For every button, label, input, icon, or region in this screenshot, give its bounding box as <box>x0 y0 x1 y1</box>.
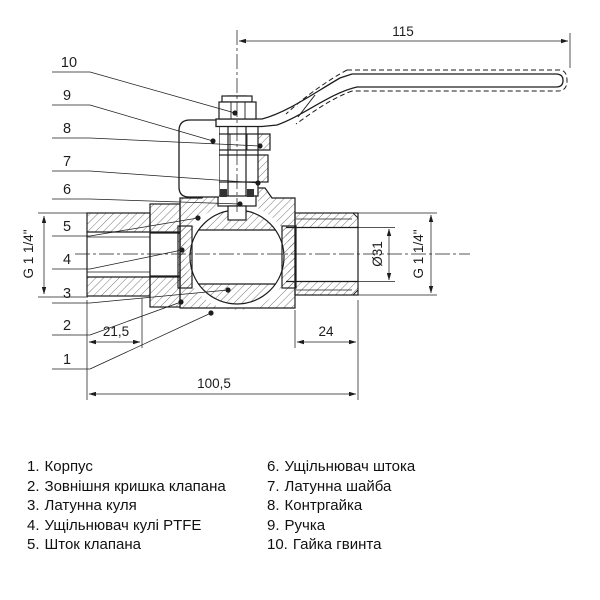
dim-bore-diameter: Ø31 <box>370 241 385 267</box>
handle-sleeve-hidden-lines <box>285 69 568 125</box>
callout-10 <box>52 71 238 116</box>
part-item-6: 6.Ущільнювач штока <box>267 458 416 475</box>
dimension-lines <box>38 33 571 400</box>
dimension-labels: 115 21,5 24 100,5 G 1 1/4" Ø31 G 1 1/4" <box>21 24 426 391</box>
parts-list-left-column: 1.Корпус 2.Зовнішня кришка клапана 3.Лат… <box>27 457 226 555</box>
stem-nut <box>218 95 257 120</box>
callout-number-5: 5 <box>63 219 71 235</box>
callout-5 <box>52 215 201 237</box>
callout-number-6: 6 <box>63 182 71 198</box>
callout-6 <box>52 198 243 207</box>
callout-numbers: 10 9 8 7 6 5 4 3 2 1 <box>61 55 77 368</box>
part-item-1: 1.Корпус <box>27 458 93 475</box>
callout-leaders <box>52 71 263 370</box>
part-item-5: 5.Шток клапана <box>27 536 141 554</box>
callout-number-9: 9 <box>63 88 71 104</box>
callout-number-2: 2 <box>63 318 71 334</box>
part-item-7: 7.Латунна шайба <box>267 477 392 495</box>
callout-number-7: 7 <box>63 154 71 170</box>
valve-body <box>86 187 359 309</box>
callout-number-10: 10 <box>61 55 77 71</box>
technical-drawing: 115 21,5 24 100,5 G 1 1/4" Ø31 G 1 1/4" … <box>21 24 571 400</box>
callout-1 <box>52 310 214 370</box>
ball-seat-left <box>177 225 193 289</box>
callout-number-3: 3 <box>63 286 71 302</box>
callout-9 <box>52 104 216 144</box>
dim-handle-length: 115 <box>392 24 414 39</box>
dim-total-length: 100,5 <box>197 376 231 391</box>
part-item-8: 8.Контргайка <box>267 497 363 515</box>
valve-ball <box>177 209 297 305</box>
dim-right-thread: G 1 1/4" <box>411 229 426 278</box>
parts-list-right-column: 6.Ущільнювач штока 7.Латунна шайба 8.Кон… <box>267 457 415 555</box>
dim-left-thread: G 1 1/4" <box>21 229 36 278</box>
part-item-2: 2.Зовнішня кришка клапана <box>27 477 226 495</box>
callout-8 <box>52 137 263 149</box>
callout-2 <box>52 299 184 336</box>
callout-number-8: 8 <box>63 121 71 137</box>
dim-male-thread-length: 24 <box>318 324 334 339</box>
ball-seat-right <box>281 225 297 289</box>
stem-seal-right <box>247 189 254 197</box>
part-item-10: 10.Гайка гвинта <box>267 536 382 554</box>
part-item-9: 9.Ручка <box>267 516 326 534</box>
stem-seal-left <box>220 189 227 197</box>
callout-number-1: 1 <box>63 352 71 368</box>
callout-7 <box>52 170 261 186</box>
callout-4 <box>52 247 185 270</box>
dim-thread-depth: 21,5 <box>103 324 129 339</box>
callout-3 <box>52 287 231 304</box>
part-item-3: 3.Латунна куля <box>27 497 137 515</box>
part-item-4: 4.Ущільнювач кулі PTFE <box>27 516 202 534</box>
callout-number-4: 4 <box>63 252 71 268</box>
